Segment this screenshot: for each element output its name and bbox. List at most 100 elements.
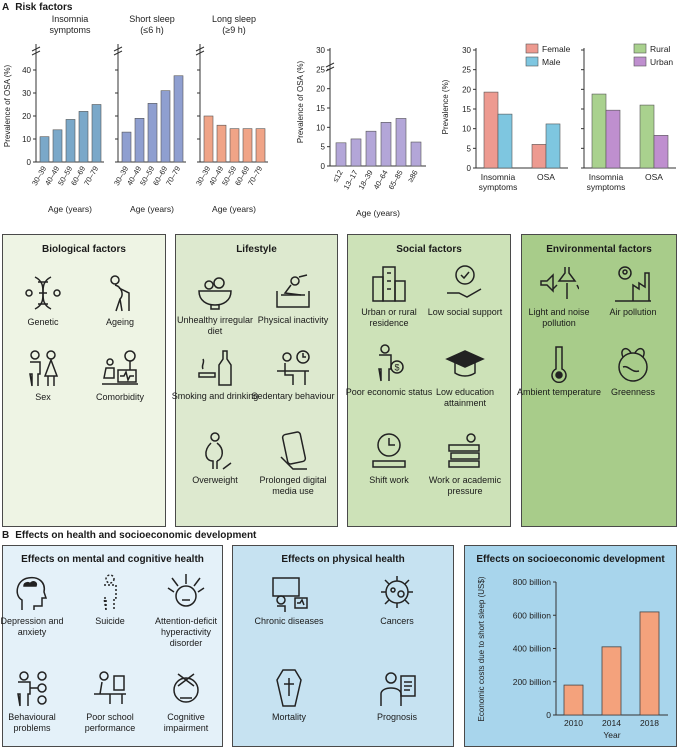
bar: [605, 109, 621, 169]
factor-shift-work: Shift work: [344, 431, 434, 486]
factor-sedentary: Sedentary behaviour: [248, 347, 338, 402]
y-tick-label: 0: [546, 710, 551, 720]
factor-genetic: Genetic: [0, 273, 88, 328]
y-tick-label: 10: [22, 135, 31, 144]
label: Physical inactivity: [257, 315, 329, 325]
effect-school: Poor school performance: [72, 668, 148, 734]
dashed-person-icon: [103, 574, 117, 611]
label: Air pollution: [609, 307, 657, 317]
factor-ageing: Ageing: [75, 273, 165, 328]
label: Comorbidity: [95, 392, 144, 402]
y-tick-label: 600 billion: [513, 610, 552, 620]
label: Greenness: [610, 387, 656, 397]
person-money-icon: $: [378, 344, 404, 382]
elderly-person-icon: [110, 275, 130, 312]
bar: [410, 141, 422, 167]
panel-mental-health: Effects on mental and cognitive health D…: [0, 545, 223, 747]
bar: [545, 123, 561, 169]
student-desk-icon: [94, 671, 126, 704]
bar: [591, 93, 607, 169]
label: Genetic: [27, 317, 59, 327]
label: Overweight: [192, 475, 238, 485]
couch-person-icon: [276, 274, 310, 308]
legend-swatch: [525, 56, 539, 67]
axis-break-mark: [113, 46, 123, 56]
y-axis-title: Prevalence of OSA (%): [296, 61, 305, 144]
chart-panel-subtitle: (≤6 h): [140, 25, 163, 35]
bar: [147, 103, 158, 163]
x-tick-label: 2010: [564, 718, 583, 728]
person-alerts-icon: [17, 671, 47, 707]
legend-label: Female: [542, 44, 571, 54]
x-axis-title: Year: [603, 730, 620, 740]
y-tick-label: 5: [467, 144, 472, 153]
label: Prolonged digital media use: [259, 475, 327, 496]
label: Light and noise pollution: [528, 307, 590, 328]
bar: [91, 104, 102, 163]
x-tick-label: 65–85: [387, 169, 405, 192]
label: Sex: [35, 392, 51, 402]
factor-sex: Sex: [0, 348, 88, 403]
label: Low education attainment: [435, 387, 495, 408]
y-tick-label: 0: [467, 164, 472, 173]
factor-unhealthy-diet: Unhealthy irregular diet: [170, 271, 260, 337]
y-tick-label: 30: [316, 46, 325, 55]
bar: [65, 119, 76, 163]
factor-work-pressure: Work or academic pressure: [420, 431, 510, 497]
y-tick-label: 20: [316, 85, 325, 94]
axis-break-mark: [195, 46, 205, 56]
overweight-person-icon: [205, 432, 232, 470]
bar: [52, 129, 63, 163]
earth-leaves-icon: [618, 347, 648, 382]
label: Chronic diseases: [254, 616, 324, 626]
legend-label: Urban: [650, 57, 673, 67]
bar: [203, 115, 214, 163]
effect-behavioural: Behavioural problems: [0, 668, 70, 734]
city-buildings-icon: [372, 266, 406, 302]
factor-comorbidity: Comorbidity: [75, 348, 165, 403]
y-tick-label: 20: [22, 112, 31, 121]
label: Ambient temperature: [516, 387, 602, 397]
svg-text:$: $: [395, 363, 400, 373]
section-b-letter: B: [2, 530, 10, 541]
y-tick-label: 20: [462, 85, 471, 94]
dna-icon: [25, 276, 61, 310]
y-tick-label: 40: [22, 66, 31, 75]
section-a-letter: A: [2, 2, 10, 13]
bar: [380, 122, 392, 167]
factor-digital-media: Prolonged digital media use: [248, 431, 338, 497]
label: Mortality: [271, 712, 306, 722]
factor-education: Low education attainment: [420, 343, 510, 409]
effect-mortality: Mortality: [241, 668, 337, 723]
panel-title: Lifestyle: [236, 244, 277, 255]
x-tick-label: 2018: [640, 718, 659, 728]
desk-clock-icon: [277, 350, 310, 385]
cancer-cell-icon: [381, 576, 413, 608]
lamp-speaker-icon: [540, 267, 579, 299]
bar: [216, 124, 227, 163]
label: Smoking and drinking: [171, 391, 259, 401]
label: Ageing: [105, 317, 135, 327]
y-tick-label: 25: [462, 66, 471, 75]
bar: [365, 130, 377, 167]
y-tick-label: 0: [321, 162, 326, 171]
x-tick-label: OSA: [645, 172, 663, 182]
y-tick-label: 10: [316, 123, 325, 132]
bar: [483, 91, 499, 169]
y-tick-label: 10: [462, 125, 471, 134]
factor-residence: Urban or rural residence: [344, 263, 434, 329]
y-tick-label: 0: [27, 158, 32, 167]
bar: [639, 104, 655, 169]
x-axis-title: Age (years): [212, 204, 256, 214]
panel-title: Effects on socioeconomic development: [476, 554, 665, 565]
legend-swatch: [633, 56, 647, 67]
chart-panel-title: Insomnia: [52, 14, 89, 24]
y-tick-label: 30: [22, 89, 31, 98]
bar: [639, 611, 660, 716]
legend-swatch: [633, 43, 647, 54]
